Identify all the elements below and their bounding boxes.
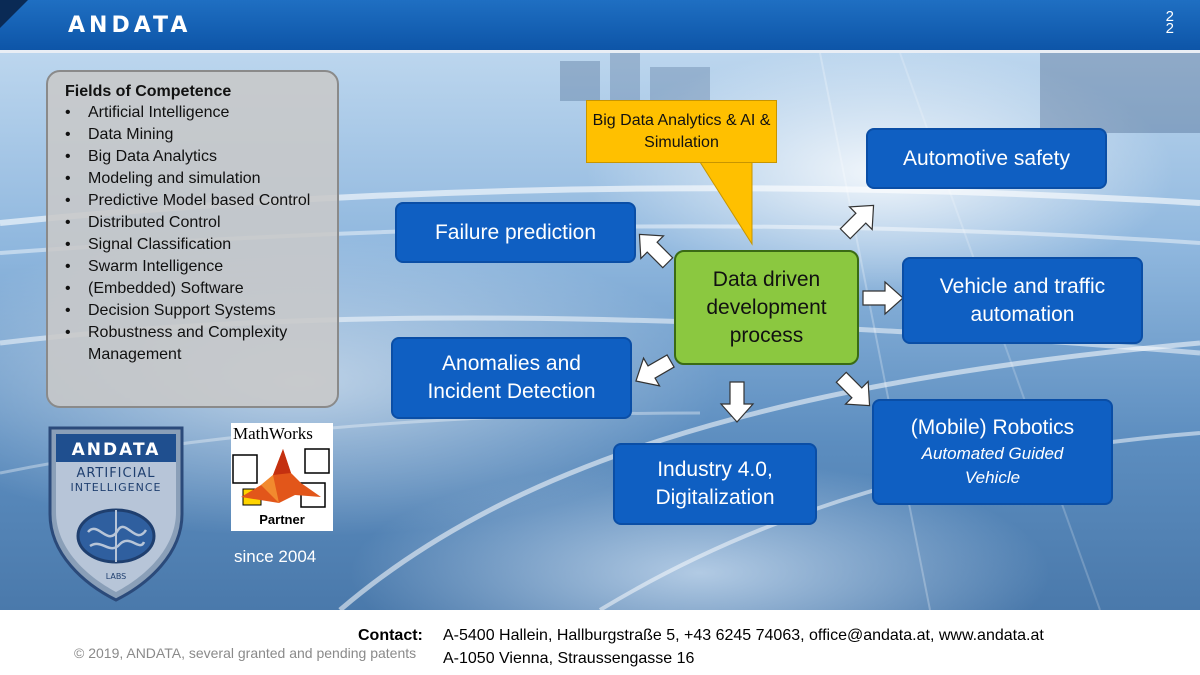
list-item: • Predictive Model based Control [65,190,325,212]
bullet-icon: • [65,324,71,341]
bullet-icon: • [65,214,71,231]
list-item-label: Decision Support Systems [88,302,276,319]
list-item-label: Data Mining [88,126,174,143]
center-process-label: Data driven development process [706,267,827,347]
arrow-to-vehicle-traffic-icon [862,280,904,316]
center-process-box: Data driven development process [674,250,859,365]
automotive-safety-box: Automotive safety [866,128,1107,189]
vehicle-traffic-label: Vehicle and traffic automation [939,274,1106,326]
header-divider [0,50,1200,53]
list-item-label: Distributed Control [88,214,221,231]
list-item: • (Embedded) Software [65,278,325,300]
list-item: • Swarm Intelligence [65,256,325,278]
page-number-bottom: 2 [1165,20,1174,37]
list-item-label: Signal Classification [88,236,232,253]
bullet-icon: • [65,126,71,143]
arrow-to-robotics-icon [835,371,871,407]
header-bar: ANDATA 2 2 [0,0,1200,50]
competence-title: Fields of Competence [65,83,232,100]
list-item: • Artificial Intelligence [65,102,325,124]
callout-tail [699,161,753,246]
industry-box: Industry 4.0, Digitalization [613,443,817,525]
robotics-title: (Mobile) Robotics [910,416,1075,439]
footer [0,610,1200,675]
list-item: • Robustness and Complexity Management [65,322,325,366]
anomalies-box: Anomalies and Incident Detection [391,337,632,419]
competence-list: • Artificial Intelligence • Data Mining • B… [65,102,325,366]
page-number-top: 2 [1165,8,1174,25]
page-number: 2 2 [1165,8,1174,37]
badge-line1: ARTIFICIAL [76,466,155,481]
partner-label: Partner [259,512,305,527]
robotics-subtitle: Automated Guided Vehicle [921,444,1064,487]
list-item: • Signal Classification [65,234,325,256]
contact-address-vienna: A-1050 Vienna, Straussengasse 16 [443,650,695,667]
bullet-icon: • [65,236,71,253]
bullet-icon: • [65,104,71,121]
copyright-text: © 2019, ANDATA, several granted and pend… [74,645,417,661]
list-item-label: Predictive Model based Control [88,192,311,209]
analytics-callout: Big Data Analytics & AI & Simulation [586,100,777,163]
list-item-label: Swarm Intelligence [88,258,224,275]
arrow-to-failure-prediction-icon [638,233,674,269]
badge-labs: LABS [106,572,127,581]
mathworks-partner-logo: MathWorks Partner [231,423,333,531]
brain-icon [76,508,156,564]
list-item-label: Modeling and simulation [88,170,261,187]
bullet-icon: • [65,192,71,209]
andata-logo: ANDATA [68,13,192,38]
list-item-label: Robustness and Complexity Management [88,324,288,363]
bullet-icon: • [65,258,71,275]
partner-since: since 2004 [234,547,317,566]
arrow-to-automotive-safety-icon [839,204,875,240]
industry-label: Industry 4.0, Digitalization [655,458,775,509]
failure-prediction-label: Failure prediction [434,220,597,244]
list-item: • Distributed Control [65,212,325,234]
badge-line2: INTELLIGENCE [71,481,162,494]
automotive-safety-label: Automotive safety [903,146,1070,170]
bullet-icon: • [65,148,71,165]
list-item: • Big Data Analytics [65,146,325,168]
anomalies-label: Anomalies and Incident Detection [427,352,596,403]
bullet-icon: • [65,302,71,319]
failure-prediction-box: Failure prediction [395,202,636,263]
arrow-to-anomalies-icon [635,354,675,387]
list-item-label: Artificial Intelligence [88,104,230,121]
contact-address-hallein: A-5400 Hallein, Hallburgstraße 5, +43 62… [443,627,1044,644]
membrane-logo-icon [232,448,330,508]
badge-brand: ANDATA [72,440,161,460]
list-item-label: Big Data Analytics [88,148,217,165]
list-item: • Decision Support Systems [65,300,325,322]
competence-panel: Fields of Competence • Artificial Intelli… [46,70,339,408]
header-corner-decoration [0,0,28,28]
contact-label: Contact: [358,627,423,644]
list-item: • Modeling and simulation [65,168,325,190]
mathworks-name: MathWorks [233,424,313,443]
list-item: • Data Mining [65,124,325,146]
arrow-to-industry-icon [719,381,755,423]
list-item-label: (Embedded) Software [88,280,244,297]
vehicle-traffic-box: Vehicle and traffic automation [902,257,1143,344]
robotics-box: (Mobile) Robotics Automated Guided Vehic… [872,399,1113,505]
bullet-icon: • [65,170,71,187]
ai-labs-badge: ANDATA ARTIFICIAL INTELLIGENCE LABS [48,426,184,602]
bullet-icon: • [65,280,71,297]
